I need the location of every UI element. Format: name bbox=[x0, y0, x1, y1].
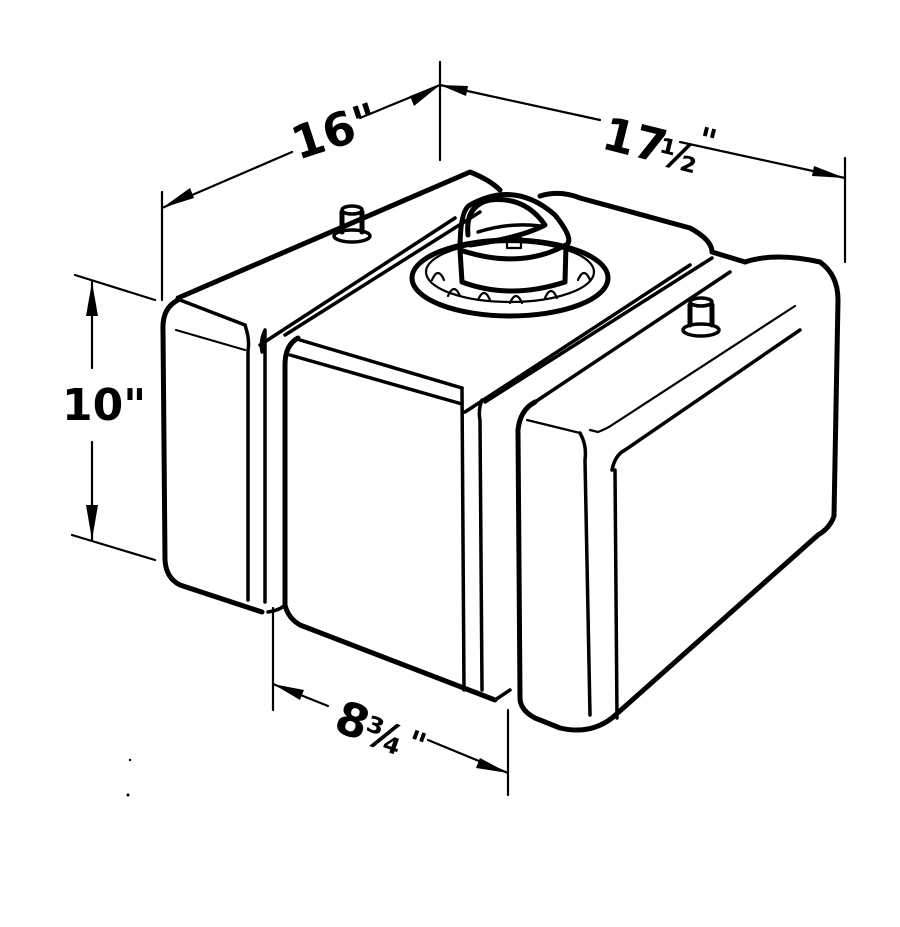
vent-fitting-left[interactable] bbox=[332, 204, 372, 244]
dimension-8-three-quarter-in: 8 ¾ " bbox=[271, 606, 510, 797]
tank-top-surface bbox=[175, 169, 748, 414]
scan-speck bbox=[128, 758, 132, 762]
left-end-panel bbox=[160, 297, 267, 615]
dimension-17-half-in: 17 ½ " bbox=[438, 83, 847, 264]
label-16in: 16" bbox=[285, 92, 385, 171]
label-17-unit: " bbox=[694, 120, 721, 163]
scan-speck bbox=[126, 793, 130, 797]
dimension-10in: 10" bbox=[62, 273, 157, 562]
vent-fitting-right[interactable] bbox=[681, 296, 721, 338]
center-section bbox=[266, 335, 512, 703]
filler-cap[interactable] bbox=[409, 192, 611, 319]
right-end-panel bbox=[515, 254, 841, 733]
label-10in: 10" bbox=[62, 380, 146, 431]
